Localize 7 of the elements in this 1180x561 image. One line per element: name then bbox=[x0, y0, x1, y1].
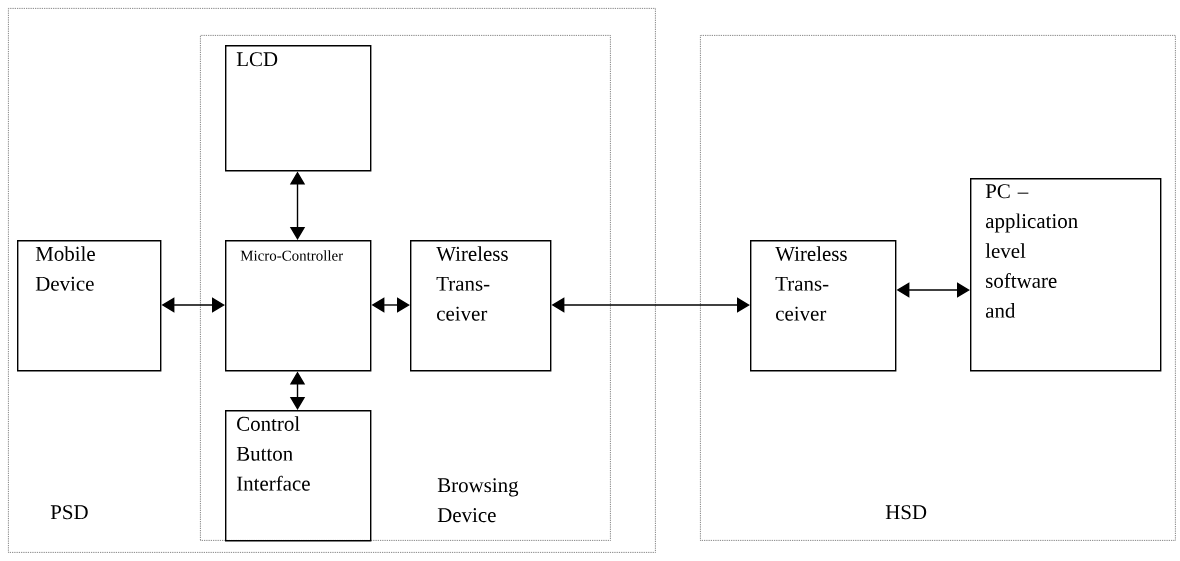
block-box: PC – application level software and bbox=[970, 178, 1162, 372]
block-box: Mobile Device bbox=[17, 240, 162, 372]
block-box: LCD bbox=[225, 45, 372, 172]
block-box: Wireless Trans- ceiver bbox=[750, 240, 897, 372]
block-box: Control Button Interface bbox=[225, 410, 372, 542]
block-box: Micro-Controller bbox=[225, 240, 372, 372]
block-box: Wireless Trans- ceiver bbox=[410, 240, 552, 372]
